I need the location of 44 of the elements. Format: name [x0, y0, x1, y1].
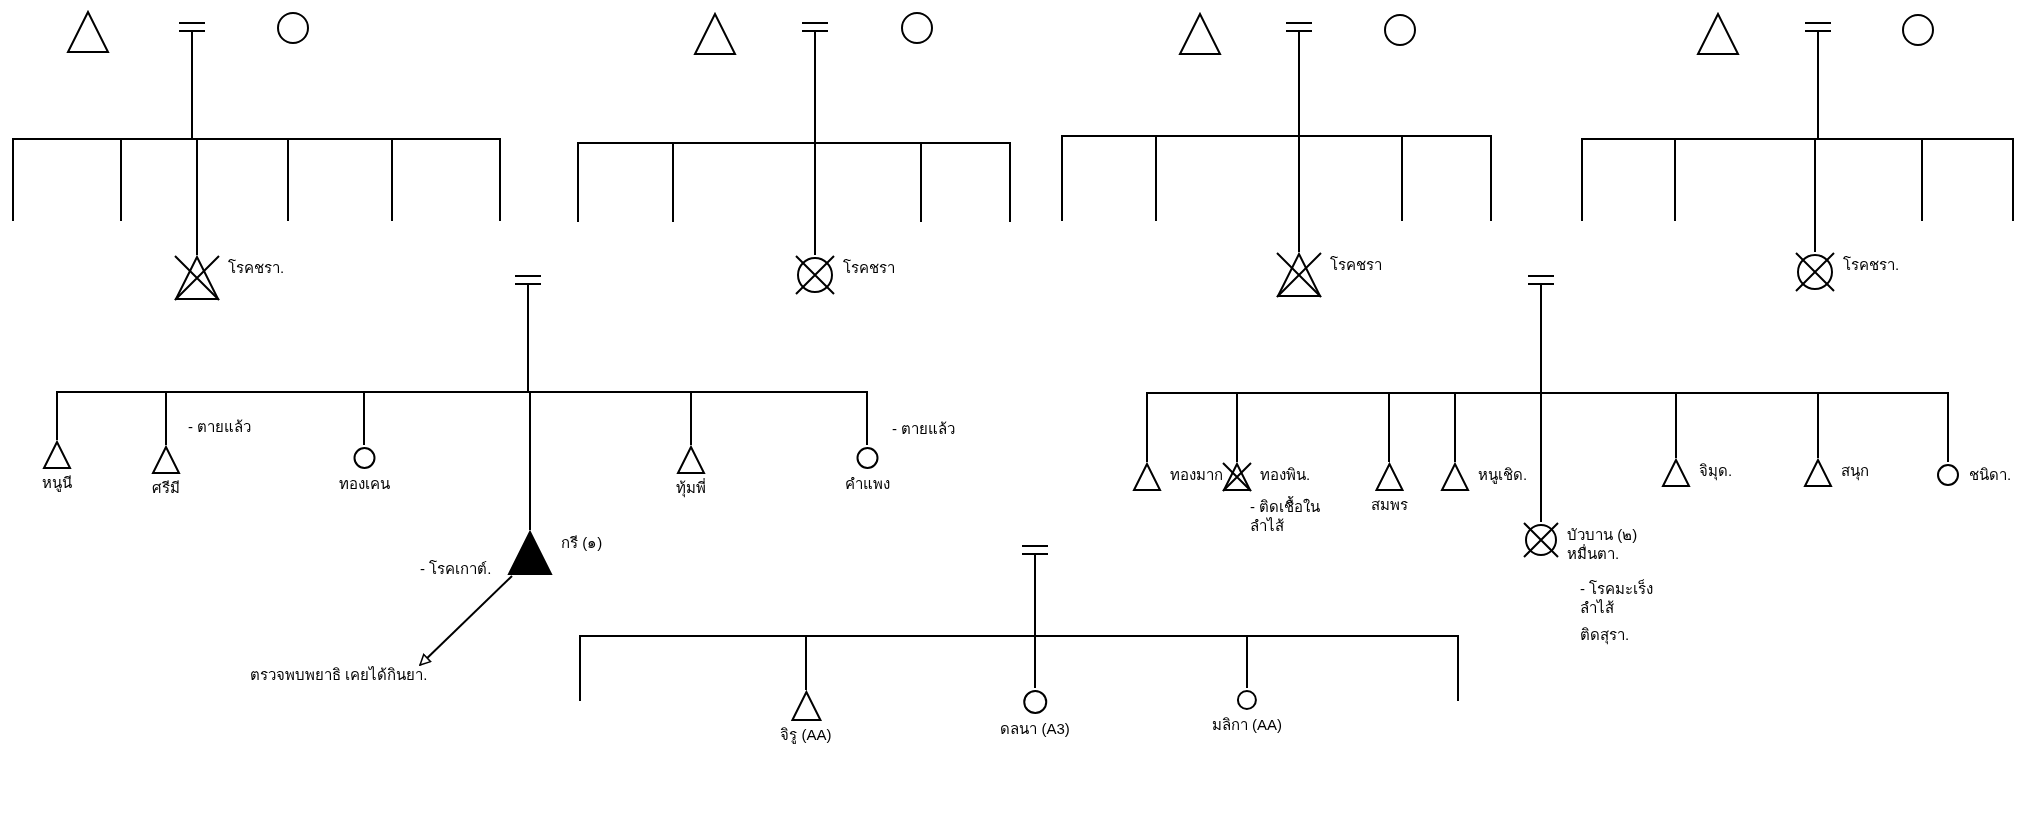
person-name: สมพร	[1370, 496, 1408, 515]
person-name: โรคชรา.	[1843, 256, 1900, 275]
marriage-sign	[1286, 22, 1312, 32]
person-name: คำแพง	[844, 475, 890, 494]
person-name: ทุ้มพี่	[676, 479, 706, 498]
descent-line	[814, 31, 816, 256]
marriage-sign	[1528, 275, 1554, 285]
person-name: ทองเคน	[338, 475, 390, 494]
note-text: ติดสุรา.	[1580, 625, 1631, 645]
marriage-sign	[515, 275, 541, 285]
note-text: - โรคมะเร็งลำไส้	[1580, 580, 1655, 618]
descent-line	[1540, 284, 1949, 463]
person-name: ชนิดา.	[1969, 466, 2012, 485]
descent-line	[1034, 554, 1248, 689]
person-name: โรคชรา	[843, 259, 895, 278]
person-name: หนูนี	[42, 474, 72, 493]
person-name: โรคชรา.	[228, 259, 285, 278]
person-name: ดลนา (A3)	[1000, 720, 1070, 739]
note-text: - ตายแล้ว	[892, 420, 956, 439]
descent-line	[1298, 31, 1300, 253]
person-name: จิรู (AA)	[780, 726, 832, 745]
note-text: - โรคเกาต์.	[420, 560, 492, 579]
person-name: มลิกา (AA)	[1211, 716, 1283, 735]
descent-line	[191, 31, 198, 256]
person-name: ศรีมี	[152, 479, 180, 498]
person-name: จิมุด.	[1699, 462, 1733, 481]
note-text: - ติดเชื้อใน ลำไส้	[1250, 498, 1322, 536]
marriage-sign	[179, 22, 205, 32]
person-name: หนูเชิด.	[1478, 466, 1528, 485]
person-name: บัวบาน (๒)	[1567, 526, 1638, 544]
person-name: หมื่นตา.	[1567, 544, 1621, 564]
note-text: ตรวจพบพยาธิ เคยได้กินยา.	[250, 665, 430, 686]
descent-line	[1814, 31, 1819, 253]
person-name: ทองมาก	[1170, 466, 1223, 485]
person-name: โรคชรา	[1330, 256, 1382, 275]
marriage-sign	[1022, 545, 1048, 555]
person-name: สนุก	[1841, 462, 1869, 481]
person-name: กรี (๑)	[561, 534, 603, 553]
marriage-sign	[1805, 22, 1831, 32]
descent-line	[527, 284, 868, 446]
marriage-sign	[802, 22, 828, 32]
note-text: - ตายแล้ว	[188, 418, 252, 437]
person-name: ทองพิน.	[1260, 466, 1311, 485]
arrow	[419, 575, 513, 666]
